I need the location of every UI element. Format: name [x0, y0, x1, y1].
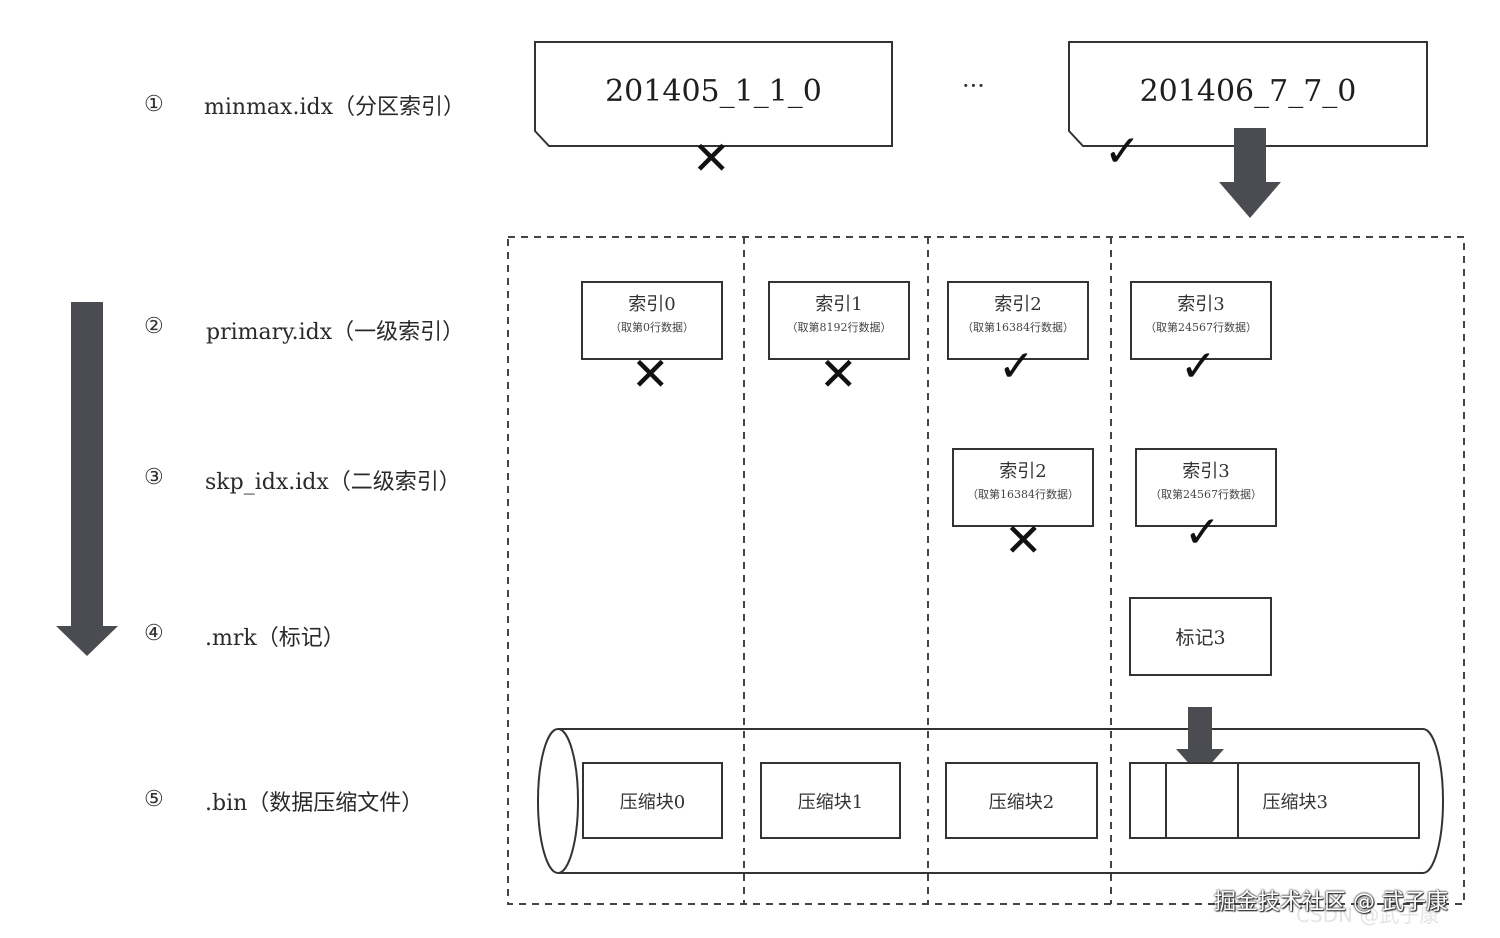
row-number-3: ③: [144, 465, 164, 490]
index-title: 索引2: [994, 294, 1042, 315]
primary-index-box: 索引1 （取第8192行数据）: [768, 281, 910, 360]
index-title: 索引0: [628, 294, 676, 315]
row-number-5: ⑤: [144, 787, 164, 812]
index-subtitle: （取第24567行数据）: [1145, 320, 1257, 334]
row-label-mark: .mrk（标记）: [205, 626, 345, 651]
index-title: 索引3: [1177, 294, 1225, 315]
compressed-block: 压缩块0: [582, 762, 723, 839]
index-title: 索引2: [999, 461, 1047, 482]
index-subtitle: （取第8192行数据）: [786, 320, 892, 334]
check-icon: ✓: [1104, 126, 1141, 177]
cross-icon: ✕: [692, 131, 731, 185]
partition-label-last: 201406_7_7_0: [1139, 74, 1357, 109]
primary-index-box: 索引3 （取第24567行数据）: [1130, 281, 1272, 360]
check-icon: ✓: [1184, 507, 1221, 558]
index-title: 索引1: [815, 294, 863, 315]
index-title: 索引3: [1182, 461, 1230, 482]
primary-index-box: 索引2 （取第16384行数据）: [947, 281, 1089, 360]
row-number-2: ②: [144, 314, 164, 339]
row-number-4: ④: [144, 621, 164, 646]
compressed-block: 压缩块3: [1129, 762, 1420, 839]
row-label-minmax: minmax.idx（分区索引）: [204, 95, 465, 120]
row-label-bin: .bin（数据压缩文件）: [205, 791, 424, 816]
cross-icon: ✕: [819, 347, 858, 401]
cross-icon: ✕: [631, 347, 670, 401]
bin-file-cylinder: [537, 728, 1444, 874]
index-subtitle: （取第0行数据）: [610, 320, 694, 334]
partition-box-first-shape: [534, 41, 893, 147]
watermark-main: 掘金技术社区 @ 武子康: [1214, 890, 1448, 915]
skip-index-box: 索引2 （取第16384行数据）: [952, 448, 1094, 527]
mark-box: 标记3: [1129, 597, 1272, 676]
check-icon: ✓: [1180, 341, 1217, 392]
row-number-1: ①: [144, 92, 164, 117]
partition-ellipsis: ···: [962, 72, 985, 100]
block-divider: [1165, 762, 1167, 839]
compressed-block: 压缩块1: [760, 762, 901, 839]
skip-index-box: 索引3 （取第24567行数据）: [1135, 448, 1277, 527]
granule-grid-frame: [507, 236, 1465, 905]
row-label-skip-index: skp_idx.idx（二级索引）: [205, 470, 461, 495]
check-icon: ✓: [998, 341, 1035, 392]
block-divider: [1237, 762, 1239, 839]
row-label-primary: primary.idx（一级索引）: [206, 320, 465, 345]
index-subtitle: （取第24567行数据）: [1150, 487, 1262, 501]
compressed-block: 压缩块2: [945, 762, 1098, 839]
partition-down-arrow-icon: [1219, 128, 1281, 218]
flow-arrow-icon: [56, 302, 118, 656]
cross-icon: ✕: [1004, 513, 1043, 567]
index-subtitle: （取第16384行数据）: [967, 487, 1079, 501]
index-subtitle: （取第16384行数据）: [962, 320, 1074, 334]
partition-label-first: 201405_1_1_0: [605, 74, 822, 109]
primary-index-box: 索引0 （取第0行数据）: [581, 281, 723, 360]
watermark-secondary: CSDN @武子康: [1296, 903, 1440, 927]
